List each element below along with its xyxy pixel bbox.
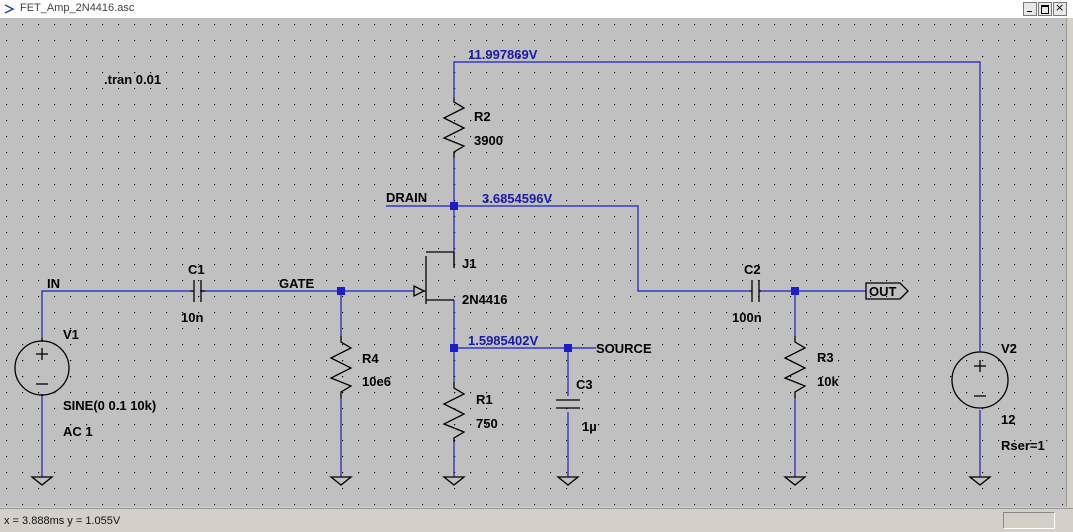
r4-value: 10e6	[362, 374, 391, 389]
v2-name: V2	[1001, 341, 1017, 356]
r3-name: R3	[817, 350, 834, 365]
maximize-button[interactable]	[1038, 2, 1052, 16]
v1-ac: AC 1	[63, 424, 93, 439]
resistor-r2[interactable]	[442, 98, 466, 158]
tran-directive[interactable]: .tran 0.01	[104, 72, 161, 87]
title-bar: FET_Amp_2N4416.asc ×	[0, 0, 1073, 19]
resistor-r1[interactable]	[442, 382, 466, 442]
jfet-j1[interactable]	[413, 251, 455, 304]
voltage-source-v1[interactable]	[14, 338, 70, 396]
v2-value: 12	[1001, 412, 1015, 427]
junction-dots	[337, 202, 799, 352]
voltage-source-v2[interactable]	[951, 351, 1009, 409]
minimize-button[interactable]	[1023, 2, 1037, 16]
vcc-voltage: 11.997869V	[468, 47, 538, 62]
grid-dots	[0, 18, 1066, 507]
resistor-r4[interactable]	[329, 336, 353, 398]
ltspice-icon	[4, 4, 15, 14]
schematic-drawing[interactable]: .tran 0.01 11.997869V R2 3900 DRAIN 3.68…	[0, 18, 1066, 507]
wires	[41, 61, 981, 477]
c2-name: C2	[744, 262, 761, 277]
capacitor-c3[interactable]	[556, 399, 580, 409]
schematic-canvas[interactable]: .tran 0.01 11.997869V R2 3900 DRAIN 3.68…	[0, 18, 1066, 507]
c1-value: 10n	[181, 310, 203, 325]
v1-name: V1	[63, 327, 79, 342]
cursor-readout: x = 3.888ms y = 1.055V	[4, 515, 121, 527]
r4-name: R4	[362, 351, 379, 366]
resistor-r3[interactable]	[783, 336, 807, 398]
in-label: IN	[47, 276, 60, 291]
source-label: SOURCE	[596, 341, 652, 356]
vertical-scrollbar[interactable]	[1066, 18, 1073, 507]
drain-label: DRAIN	[386, 190, 427, 205]
out-label: OUT	[869, 284, 897, 299]
c3-name: C3	[576, 377, 593, 392]
r2-value: 3900	[474, 133, 503, 148]
v2-rser: Rser=1	[1001, 438, 1045, 453]
window-controls: ×	[1022, 1, 1067, 16]
capacitor-c1[interactable]	[190, 280, 205, 302]
c3-value: 1µ	[582, 419, 597, 434]
gate-label: GATE	[279, 276, 314, 291]
r3-value: 10k	[817, 374, 839, 389]
r2-name: R2	[474, 109, 491, 124]
c2-value: 100n	[732, 310, 762, 325]
capacitor-c2[interactable]	[750, 280, 761, 302]
close-button[interactable]: ×	[1053, 1, 1067, 16]
j1-value: 2N4416	[462, 292, 508, 307]
ground-symbols	[30, 476, 992, 486]
drain-voltage: 3.6854596V	[482, 191, 552, 206]
source-voltage: 1.5985402V	[468, 333, 538, 348]
j1-name: J1	[462, 256, 476, 271]
r1-name: R1	[476, 392, 493, 407]
c1-name: C1	[188, 262, 205, 277]
r1-value: 750	[476, 416, 498, 431]
v1-value: SINE(0 0.1 10k)	[63, 398, 156, 413]
status-panel	[1003, 512, 1055, 529]
status-bar: x = 3.888ms y = 1.055V	[0, 508, 1073, 532]
window-title: FET_Amp_2N4416.asc	[20, 2, 135, 14]
out-port[interactable]	[865, 282, 909, 300]
